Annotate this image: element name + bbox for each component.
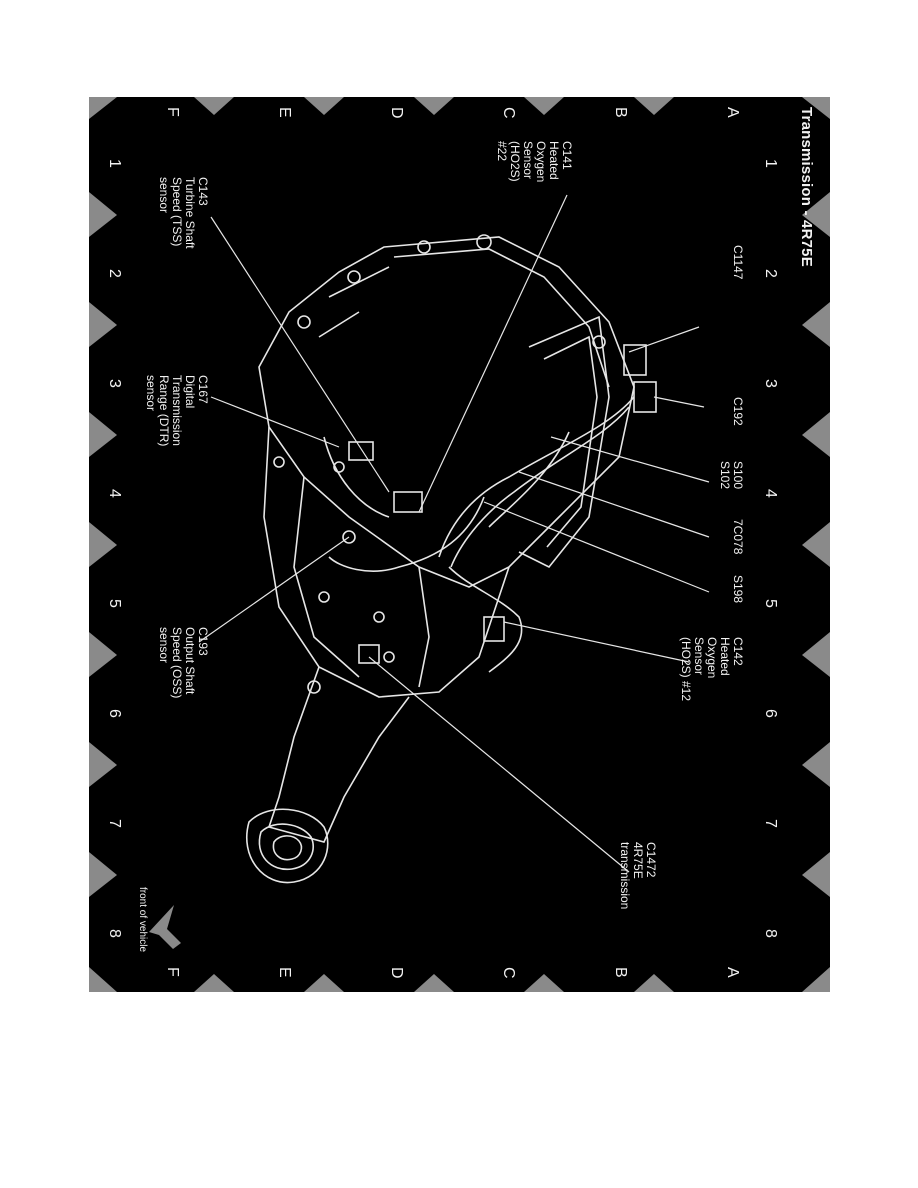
front-arrow-icon (149, 905, 181, 949)
grid-row-e-top: E (276, 107, 293, 118)
grid-col-2-left: 2 (106, 269, 123, 278)
grid-col-4-right: 4 (762, 489, 779, 498)
grid-row-b-top: B (612, 107, 629, 118)
grid-row-f-bottom: F (164, 967, 181, 977)
grid-row-e-bottom: E (276, 967, 293, 978)
callout-s198: S198 (731, 575, 745, 604)
grid-col-6-right: 6 (762, 709, 779, 718)
grid-col-2-right: 2 (762, 269, 779, 278)
leader-lines (198, 194, 710, 873)
grid-row-b-bottom: B (612, 967, 629, 978)
edge-markers (89, 97, 830, 992)
grid-col-5-left: 5 (106, 599, 123, 608)
grid-row-d-bottom: D (388, 967, 405, 979)
grid-col-6-left: 6 (106, 709, 123, 718)
diagram-title: Transmission - 4R75E (798, 107, 815, 267)
grid-row-c-bottom: C (500, 967, 517, 979)
grid-col-4-left: 4 (106, 489, 123, 498)
grid-col-1-left: 1 (106, 159, 123, 168)
transmission-drawing (246, 234, 657, 884)
grid-col-7-left: 7 (106, 819, 123, 828)
grid-col-8-left: 8 (106, 929, 123, 938)
grid-col-8-right: 8 (762, 929, 779, 938)
grid-col-5-right: 5 (762, 599, 779, 608)
diagram-panel: Transmission - 4R75E 1 2 3 4 5 6 7 8 1 2… (89, 97, 830, 992)
grid-row-d-top: D (388, 107, 405, 119)
grid-col-7-right: 7 (762, 819, 779, 828)
grid-row-a-bottom: A (724, 967, 741, 978)
transmission-diagram (89, 97, 830, 992)
grid-row-f-top: F (164, 107, 181, 117)
grid-row-a-top: A (724, 107, 741, 118)
grid-row-c-top: C (500, 107, 517, 119)
front-of-vehicle-label: front of vehicle (137, 887, 148, 953)
callout-7c078: 7C078 (731, 519, 745, 555)
grid-col-3-right: 3 (762, 379, 779, 388)
grid-col-3-left: 3 (106, 379, 123, 388)
callout-c1147: C1147 (731, 245, 745, 280)
callout-c192: C192 (731, 397, 745, 426)
grid-col-1-right: 1 (762, 159, 779, 168)
